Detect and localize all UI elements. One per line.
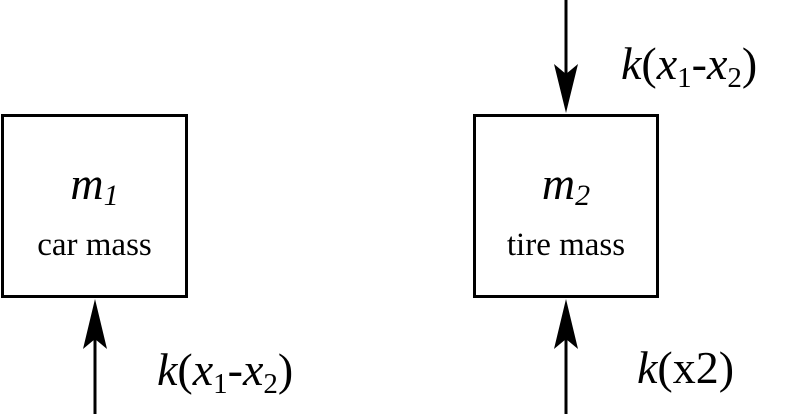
arrow-up-into-tire-mass xyxy=(554,299,578,414)
car-mass-caption: car mass xyxy=(37,227,152,263)
car-mass-symbol: m1 xyxy=(70,158,119,212)
spring-force-label-on-car: k(x1-x2) xyxy=(157,344,294,400)
car-mass-block: m1 car mass xyxy=(1,114,188,298)
tire-spring-force-label: k(x2) xyxy=(637,342,735,393)
tire-mass-symbol: m2 xyxy=(541,158,591,212)
tire-mass-caption: tire mass xyxy=(506,227,626,263)
arrow-up-into-car-mass xyxy=(83,299,107,414)
spring-force-label-on-tire: k(x1-x2) xyxy=(621,38,758,94)
tire-mass-block: m2 tire mass xyxy=(473,114,659,298)
arrow-down-into-tire-mass xyxy=(554,0,578,113)
